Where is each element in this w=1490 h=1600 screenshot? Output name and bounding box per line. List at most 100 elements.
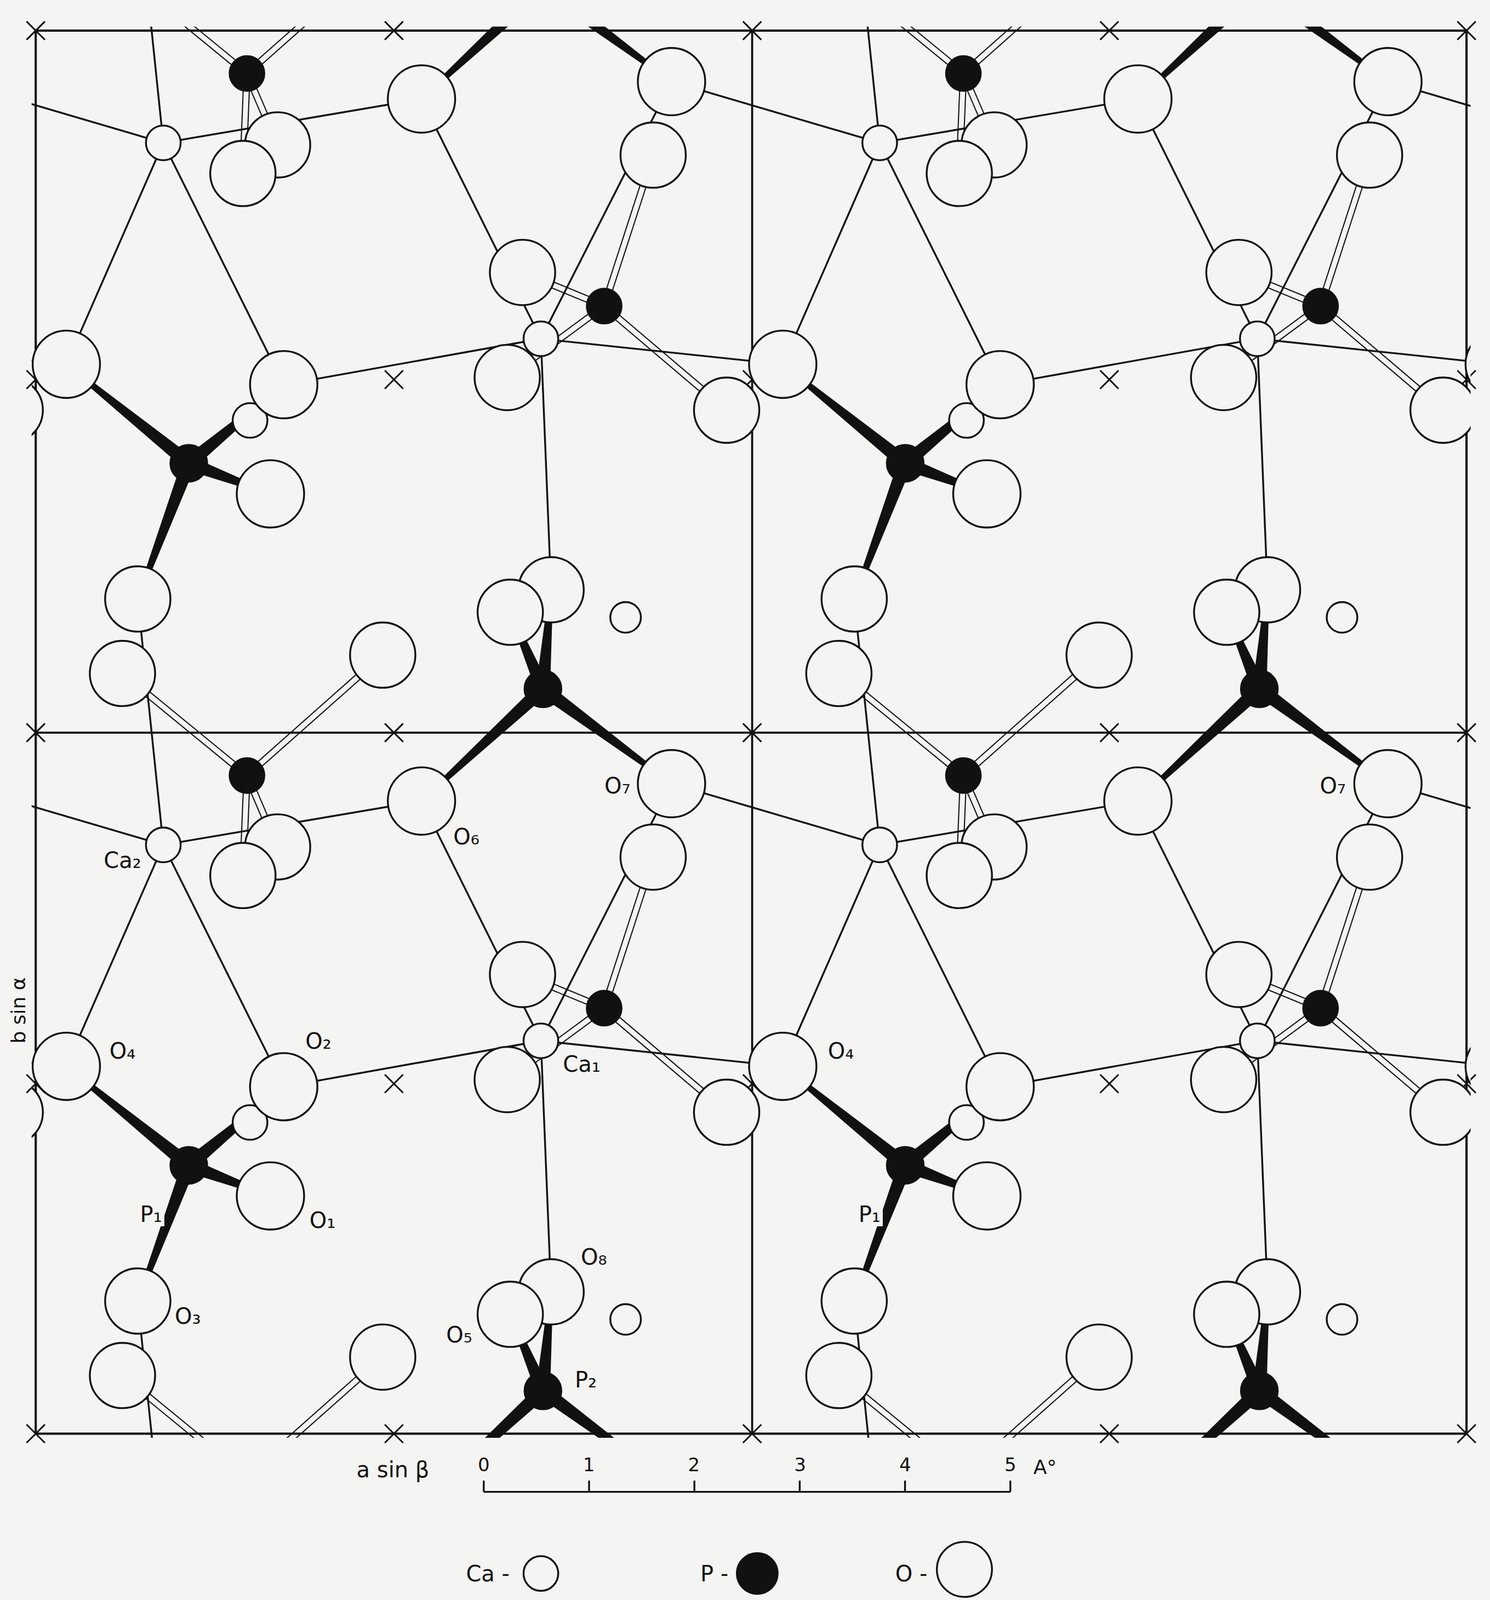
cross-stroke xyxy=(384,1074,404,1094)
symmetry-cross xyxy=(1100,1074,1120,1094)
oxygen-atom xyxy=(620,824,686,890)
symmetry-cross xyxy=(384,1074,404,1094)
cross-stroke xyxy=(743,21,762,41)
cross-stroke xyxy=(26,1424,45,1444)
ca-o-bond xyxy=(782,143,880,365)
ca-o-bond xyxy=(1257,338,1471,365)
cross-stroke xyxy=(743,1424,762,1444)
atom-label: O₂ xyxy=(303,1029,334,1054)
oxygen-atom xyxy=(249,1053,318,1121)
oxygen-atom xyxy=(1410,377,1471,443)
ca-o-bond xyxy=(1257,338,1268,590)
atom-label: Ca₂ xyxy=(101,848,144,873)
oxygen-atom xyxy=(89,1343,156,1409)
legend-swatch xyxy=(737,1553,778,1594)
oxygen-atom xyxy=(105,1268,171,1334)
cross-stroke xyxy=(743,1424,762,1444)
phosphorus-atom xyxy=(586,990,622,1026)
cross-stroke xyxy=(26,21,45,41)
oxygen-atom xyxy=(350,1324,416,1390)
atom-label: O₄ xyxy=(107,1038,139,1064)
oxygen-atom xyxy=(1206,240,1272,306)
ca-o-bond xyxy=(540,783,672,1041)
oxygen-atom xyxy=(1465,1032,1471,1101)
oxygen-atom xyxy=(926,842,992,909)
ca-o-bond xyxy=(854,598,881,846)
oxygen-atom xyxy=(926,140,992,207)
cross-stroke xyxy=(26,21,45,41)
legend-text: Ca - xyxy=(463,1561,512,1586)
oxygen-atom xyxy=(1194,579,1260,645)
scale-line xyxy=(483,1491,1011,1493)
oxygen-atom xyxy=(749,1032,817,1101)
atom-label: P₁ xyxy=(856,1202,883,1227)
cross-stroke xyxy=(1100,723,1120,742)
scale-bar xyxy=(483,1480,1011,1492)
scale-number: 0 xyxy=(475,1455,493,1476)
oxygen-atom xyxy=(32,1032,101,1101)
cross-stroke xyxy=(1100,1424,1120,1444)
legend-text: O - xyxy=(893,1561,930,1586)
oxygen-atom xyxy=(1104,65,1172,133)
calcium-atom xyxy=(1326,602,1358,633)
oxygen-atom xyxy=(489,240,556,306)
symmetry-cross xyxy=(1100,1424,1120,1444)
oxygen-atom xyxy=(1066,622,1132,688)
oxygen-atom xyxy=(952,460,1021,528)
cross-stroke xyxy=(743,21,762,41)
scale-number: 3 xyxy=(791,1455,809,1476)
phosphorus-atom xyxy=(945,758,981,793)
oxygen-atom xyxy=(105,566,171,632)
cross-stroke xyxy=(1100,1074,1120,1094)
scale-tick xyxy=(693,1480,695,1492)
oxygen-atom xyxy=(236,1162,305,1230)
atom-label: O₆ xyxy=(451,824,482,849)
cross-stroke xyxy=(384,723,404,742)
ca-o-bond xyxy=(66,143,164,365)
ca-o-bonds xyxy=(31,26,1471,1438)
ca-o-bond xyxy=(540,81,672,339)
phosphorus-atom xyxy=(229,55,265,91)
cross-stroke xyxy=(1457,723,1476,742)
calcium-atom xyxy=(862,125,898,161)
ca-o-bond xyxy=(137,598,164,846)
atom-label: O₇ xyxy=(1317,773,1349,798)
symmetry-cross xyxy=(1457,1424,1476,1444)
phosphorus-atom xyxy=(229,758,265,793)
calcium-atom xyxy=(523,1023,558,1059)
oxygen-atom xyxy=(1410,1079,1471,1145)
legend-swatches xyxy=(523,1542,992,1598)
phosphorus-atom xyxy=(524,1372,562,1410)
oxygen-atom xyxy=(620,122,686,188)
cross-stroke xyxy=(384,370,404,390)
p-o-bond xyxy=(840,26,966,71)
p-o-bond xyxy=(965,26,1102,76)
atom-label: O₃ xyxy=(172,1304,204,1329)
oxygen-atoms xyxy=(31,26,1471,1438)
scale-number: 4 xyxy=(897,1455,914,1476)
cross-stroke xyxy=(743,723,762,742)
oxygen-atom xyxy=(474,344,540,410)
scale-unit: A° xyxy=(1031,1456,1060,1479)
p-o-bond xyxy=(961,26,1098,71)
axis-label: a sin β xyxy=(354,1457,432,1482)
axis-label: b sin α xyxy=(7,974,30,1046)
symmetry-cross xyxy=(384,370,404,390)
oxygen-atom xyxy=(1066,1324,1132,1390)
oxygen-atom xyxy=(637,750,706,818)
scale-tick xyxy=(798,1480,801,1492)
oxygen-atom xyxy=(210,140,276,207)
oxygen-atom xyxy=(489,942,556,1008)
scale-tick xyxy=(587,1480,590,1492)
atom-label: O₄ xyxy=(825,1038,857,1064)
oxygen-atom xyxy=(1354,750,1422,818)
oxygen-atom xyxy=(387,767,456,835)
cross-stroke xyxy=(384,723,404,742)
oxygen-atom xyxy=(1354,48,1422,116)
symmetry-cross xyxy=(1100,21,1120,41)
ca-o-bond xyxy=(1257,783,1388,1041)
ca-o-bond xyxy=(1257,1040,1268,1292)
oxygen-atom xyxy=(210,842,276,909)
ca-o-bond xyxy=(31,783,164,846)
